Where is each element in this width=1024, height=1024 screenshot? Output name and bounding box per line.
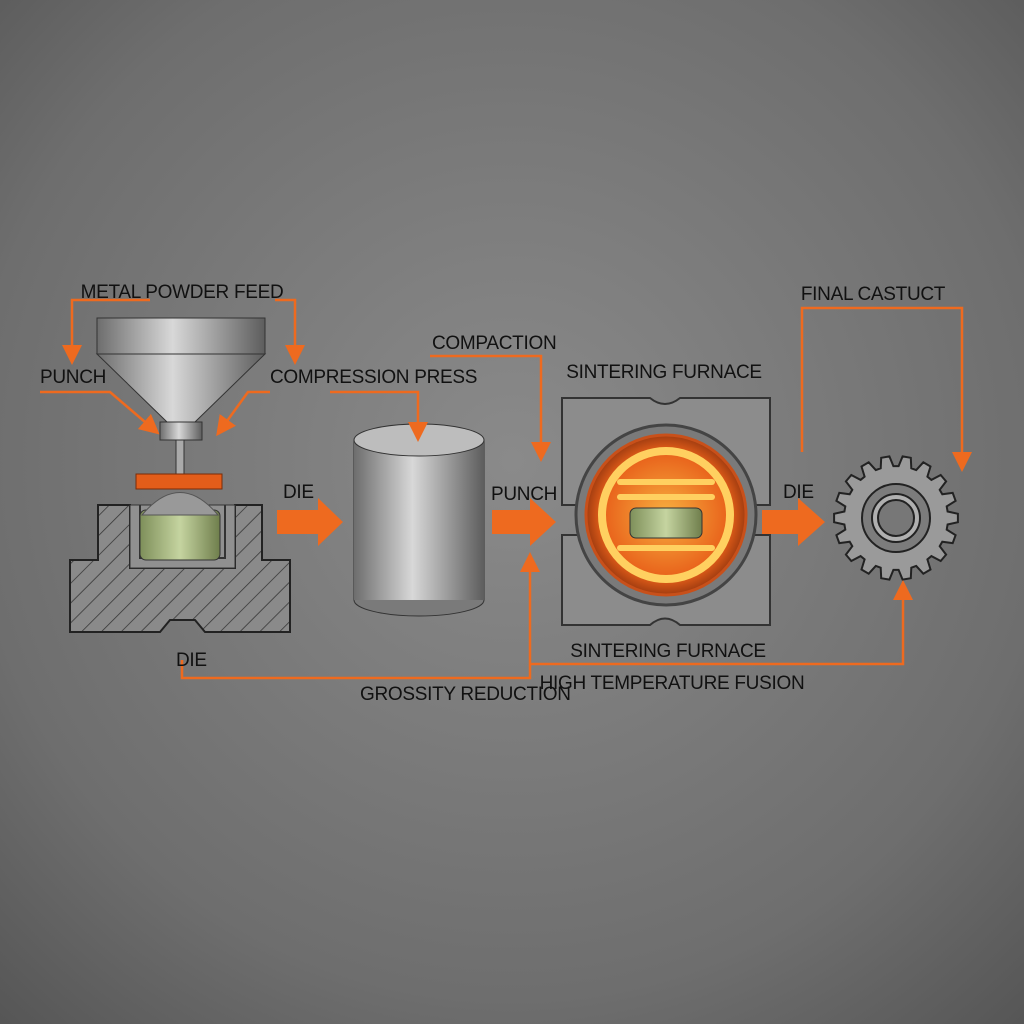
label-die-3: DIE xyxy=(783,482,814,503)
die-block xyxy=(69,492,291,633)
label-punch: PUNCH xyxy=(40,367,106,388)
label-compaction: COMPACTION xyxy=(432,333,556,354)
sintering-furnace xyxy=(561,397,771,626)
compacted-part-cylinder xyxy=(353,423,485,617)
label-die-bottom: DIE xyxy=(176,650,207,671)
label-porosity-reduction: GROSSITY REDUCTION xyxy=(360,684,571,705)
label-sintering-furnace-bottom: SINTERING FURNACE xyxy=(570,641,765,662)
gear-ring-2 xyxy=(877,499,915,537)
gear-final-product-icon xyxy=(833,455,959,581)
label-high-temperature-fusion: HIGH TEMPERATURE FUSION xyxy=(540,673,805,694)
label-compression-press: COMPRESSION PRESS xyxy=(270,367,477,388)
arrow-step-1 xyxy=(277,498,343,546)
powder-hopper xyxy=(95,317,267,475)
connector-lines xyxy=(40,298,972,680)
arrow-step-3 xyxy=(762,498,825,546)
label-sintering-furnace-top: SINTERING FURNACE xyxy=(566,362,761,383)
punch-plate xyxy=(135,473,223,490)
arrow-step-2 xyxy=(492,498,556,546)
label-punch-2: PUNCH xyxy=(491,484,557,505)
label-final-product: FINAL CASTUCT xyxy=(801,284,946,305)
label-metal-powder-feed: METAL POWDER FEED xyxy=(81,282,284,303)
label-die-1: DIE xyxy=(283,482,314,503)
